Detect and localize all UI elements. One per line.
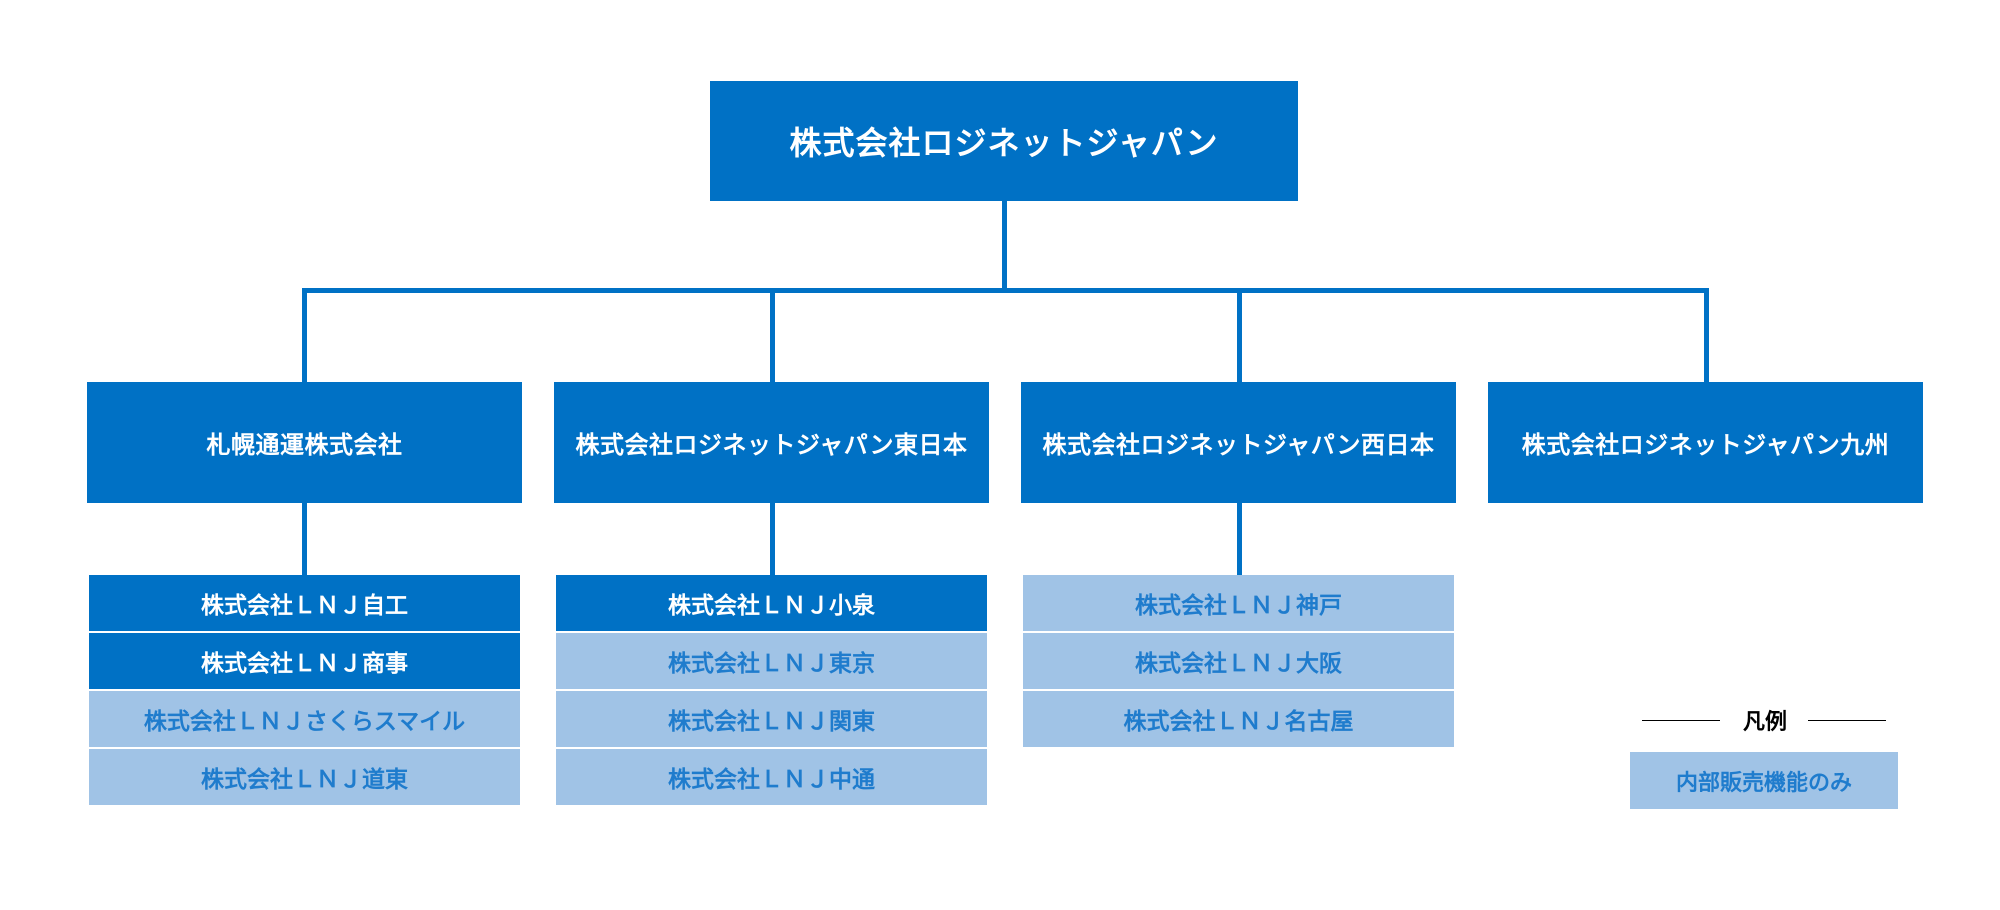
legend-rule-left [1642,720,1720,721]
subsidiary-box: 株式会社ＬＮＪ東京 [556,633,987,689]
connector-subs-2 [770,503,775,575]
subsidiary-box: 株式会社ＬＮＪ自工 [89,575,520,631]
connector-subs-3 [1237,503,1242,575]
company-box-kyushu: 株式会社ロジネットジャパン九州 [1488,382,1923,503]
subsidiary-box: 株式会社ＬＮＪ道東 [89,749,520,805]
subsidiary-box: 株式会社ＬＮＪ関東 [556,691,987,747]
connector-horizontal [302,288,1709,293]
connector-company-2 [770,288,775,382]
subsidiary-box: 株式会社ＬＮＪ中通 [556,749,987,805]
connector-subs-1 [302,503,307,575]
root-company-box: 株式会社ロジネットジャパン [710,81,1298,201]
legend-title: 凡例 [1742,710,1787,735]
connector-company-3 [1237,288,1242,382]
subsidiary-box: 株式会社ＬＮＪ小泉 [556,575,987,631]
subsidiary-box: 株式会社ＬＮＪ名古屋 [1023,691,1454,747]
connector-company-4 [1704,288,1709,382]
legend-rule-right [1808,720,1886,721]
legend-item-internal-sales: 内部販売機能のみ [1630,752,1898,809]
subsidiary-box: 株式会社ＬＮＪ大阪 [1023,633,1454,689]
company-box-nishinihon: 株式会社ロジネットジャパン西日本 [1021,382,1456,503]
connector-company-1 [302,288,307,382]
company-box-higashinihon: 株式会社ロジネットジャパン東日本 [554,382,989,503]
subsidiary-box: 株式会社ＬＮＪ神戸 [1023,575,1454,631]
connector-root-down [1002,201,1007,291]
company-box-sapporo: 札幌通運株式会社 [87,382,522,503]
subsidiary-box: 株式会社ＬＮＪさくらスマイル [89,691,520,747]
subsidiary-box: 株式会社ＬＮＪ商事 [89,633,520,689]
